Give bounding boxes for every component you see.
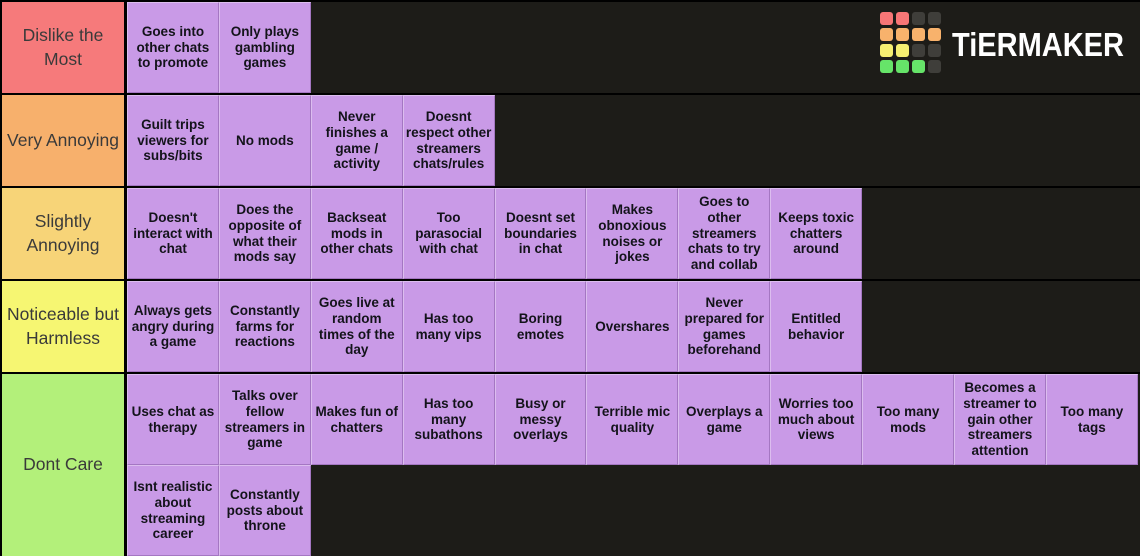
logo-grid-cell — [896, 28, 909, 41]
tier-item[interactable]: Keeps toxic chatters around — [770, 188, 863, 279]
tier-item[interactable]: Overplays a game — [678, 374, 771, 465]
tier-item[interactable]: Has too many subathons — [402, 374, 495, 465]
tier-item[interactable]: Doesn't interact with chat — [127, 188, 219, 279]
tier-item[interactable]: Talks over fellow streamers in game — [218, 374, 311, 465]
tier-item[interactable]: Constantly posts about throne — [218, 465, 311, 556]
tier-item[interactable]: Terrible mic quality — [586, 374, 679, 465]
tiermaker-wordmark: TiERMAKER — [952, 26, 1124, 63]
logo-grid-cell — [912, 28, 925, 41]
tier-item[interactable]: Never prepared for games beforehand — [678, 281, 771, 372]
tier-item[interactable]: Does the opposite of what their mods say — [218, 188, 311, 279]
tier-item[interactable]: Has too many vips — [402, 281, 495, 372]
tier-item[interactable]: Busy or messy overlays — [494, 374, 587, 465]
tier-label: Slightly Annoying — [0, 188, 124, 279]
tier-item[interactable]: Makes obnoxious noises or jokes — [586, 188, 679, 279]
tier-item[interactable]: Doesnt respect other streamers chats/rul… — [402, 95, 495, 186]
tier-item[interactable]: Worries too much about views — [770, 374, 863, 465]
tier-item[interactable]: Too many mods — [862, 374, 955, 465]
tier-item[interactable]: Makes fun of chatters — [310, 374, 403, 465]
tier-item[interactable]: Constantly farms for reactions — [218, 281, 311, 372]
tier-label: Very Annoying — [0, 95, 124, 186]
logo-grid-cell — [880, 44, 893, 57]
logo-grid-cell — [912, 60, 925, 73]
logo-grid-cell — [880, 12, 893, 25]
tier-label: Dislike the Most — [0, 2, 124, 93]
logo-grid-cell — [928, 44, 941, 57]
tier-item[interactable]: Never finishes a game / activity — [310, 95, 403, 186]
tier-item[interactable]: Doesnt set boundaries in chat — [494, 188, 587, 279]
logo-grid-cell — [912, 44, 925, 57]
tier-item[interactable]: Always gets angry during a game — [127, 281, 219, 372]
tier-item[interactable]: Becomes a streamer to gain other streame… — [954, 374, 1046, 465]
tier-item[interactable]: Boring emotes — [494, 281, 587, 372]
tier-label: Dont Care — [0, 374, 124, 556]
tier-item[interactable]: Overshares — [586, 281, 679, 372]
logo-grid-cell — [896, 44, 909, 57]
logo-grid-cell — [880, 28, 893, 41]
tier-item[interactable]: Goes to other streamers chats to try and… — [678, 188, 771, 279]
tiermaker-logo: TiERMAKER — [880, 12, 1128, 73]
tier-item[interactable]: Too parasocial with chat — [402, 188, 495, 279]
tier-item[interactable]: Entitled behavior — [770, 281, 863, 372]
tier-label: Noticeable but Harmless — [0, 281, 124, 372]
logo-grid-cell — [928, 60, 941, 73]
tier-item[interactable]: Isnt realistic about streaming career — [127, 465, 219, 556]
tier-item[interactable]: No mods — [218, 95, 311, 186]
tiermaker-wordmark-text: TiERMAKER — [952, 26, 1124, 63]
tier-item[interactable]: Too many tags — [1045, 374, 1138, 465]
tier-item[interactable]: Guilt trips viewers for subs/bits — [127, 95, 219, 186]
tier-item[interactable]: Only plays gambling games — [218, 2, 311, 93]
tier-item[interactable]: Goes into other chats to promote — [127, 2, 219, 93]
tier-item[interactable]: Goes live at random times of the day — [310, 281, 403, 372]
logo-grid-cell — [880, 60, 893, 73]
tier-item[interactable]: Uses chat as therapy — [127, 374, 219, 465]
logo-grid-cell — [928, 12, 941, 25]
logo-grid-cell — [896, 12, 909, 25]
tier-item[interactable]: Backseat mods in other chats — [310, 188, 403, 279]
logo-grid-cell — [928, 28, 941, 41]
logo-grid-cell — [912, 12, 925, 25]
logo-grid-icon — [880, 12, 941, 73]
logo-grid-cell — [896, 60, 909, 73]
